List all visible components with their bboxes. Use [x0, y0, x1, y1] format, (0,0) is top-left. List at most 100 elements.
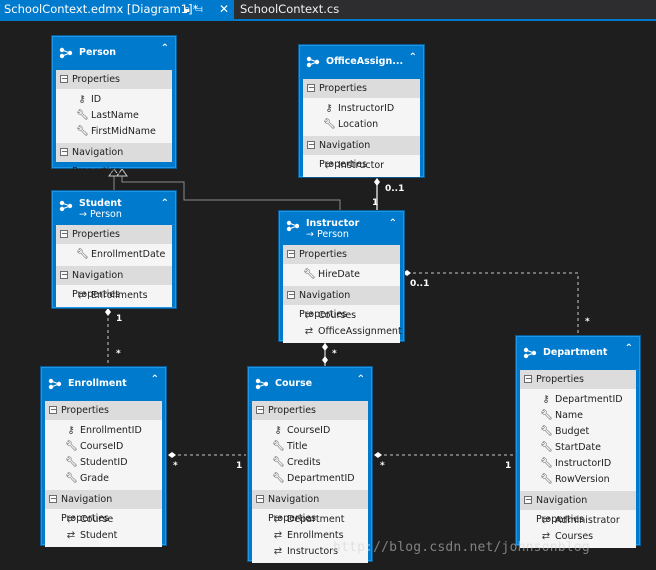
property-studentid[interactable]: 🔧︎StudentID — [65, 457, 128, 468]
collapse-minus-icon[interactable]: − — [307, 140, 315, 149]
properties-section[interactable]: −Properties — [45, 401, 162, 420]
navprop-courses[interactable]: ⇄Courses — [541, 531, 594, 542]
entity-header[interactable]: Enrollment ⌃ — [42, 368, 165, 401]
property-enrollmentdate[interactable]: 🔧︎EnrollmentDate — [76, 249, 166, 260]
navprop-enrollments[interactable]: ⇄Enrollments — [273, 530, 344, 541]
property-hiredate[interactable]: 🔧︎HireDate — [303, 269, 361, 280]
property-title[interactable]: 🔧︎Title — [272, 441, 308, 452]
entity-header[interactable]: Department ⌃ — [517, 337, 639, 370]
entity-officeassignment[interactable]: OfficeAssign... ⌃ −Properties ⚷Instructo… — [299, 45, 424, 177]
property-courseid[interactable]: 🔧︎CourseID — [65, 441, 124, 452]
multiplicity-label: 0..1 — [410, 279, 430, 289]
pin-icon[interactable]: ⫤ — [195, 4, 203, 15]
entity-base-type: →Person — [306, 229, 349, 240]
collapse-minus-icon[interactable]: − — [49, 494, 57, 503]
entity-name: OfficeAssign... — [326, 56, 404, 67]
property-startdate[interactable]: 🔧︎StartDate — [540, 442, 601, 453]
collapse-minus-icon[interactable]: − — [307, 83, 315, 92]
property-location[interactable]: 🔧︎Location — [323, 119, 379, 130]
navprop-courses[interactable]: ⇄Courses — [304, 310, 357, 321]
entity-student[interactable]: Student →Person ⌃ −Properties 🔧︎Enrollme… — [52, 191, 176, 308]
entity-header[interactable]: Course ⌃ — [249, 368, 371, 401]
collapse-minus-icon[interactable]: − — [524, 495, 532, 504]
wrench-icon: 🔧︎ — [272, 473, 285, 484]
property-id[interactable]: ⚷ID — [56, 92, 172, 108]
collapse-minus-icon[interactable]: − — [60, 270, 68, 279]
multiplicity-label: * — [380, 461, 385, 471]
collapse-icon[interactable]: ⌃ — [150, 374, 159, 385]
entity-instructor[interactable]: Instructor →Person ⌃ −Properties 🔧︎HireD… — [279, 211, 404, 343]
property-rowversion[interactable]: 🔧︎RowVersion — [540, 474, 610, 485]
navprop-administrator[interactable]: ⇄Administrator — [541, 515, 620, 526]
property-credits[interactable]: 🔧︎Credits — [272, 457, 321, 468]
properties-section[interactable]: −Properties — [303, 79, 420, 98]
entity-person[interactable]: Person ⌃ −Properties ⚷ID 🔧︎LastName 🔧︎Fi… — [52, 36, 176, 177]
property-lastname[interactable]: 🔧︎LastName — [76, 110, 139, 121]
property-enrollmentid[interactable]: ⚷EnrollmentID — [45, 423, 162, 439]
property-courseid[interactable]: ⚷CourseID — [252, 423, 368, 439]
collapse-minus-icon[interactable]: − — [287, 249, 295, 258]
collapse-minus-icon[interactable]: − — [60, 147, 68, 156]
navprop-officeassignment[interactable]: ⇄OfficeAssignment — [304, 326, 402, 337]
multiplicity-label: * — [116, 349, 121, 359]
diamond-office — [374, 178, 380, 186]
property-name[interactable]: 🔧︎Name — [540, 410, 584, 421]
entity-name: Instructor — [306, 218, 360, 229]
collapse-minus-icon[interactable]: − — [60, 74, 68, 83]
properties-section[interactable]: −Properties — [520, 370, 636, 389]
collapse-icon[interactable]: ⌃ — [388, 218, 397, 229]
collapse-icon[interactable]: ⌃ — [408, 52, 417, 63]
properties-section[interactable]: −Properties — [56, 225, 172, 244]
navigation-section[interactable]: −Navigation Properties — [283, 286, 400, 320]
navprop-department[interactable]: ⇄Department — [273, 514, 345, 525]
navprop-enrollments[interactable]: ⇄Enrollments — [77, 290, 148, 301]
navigation-property-icon: ⇄ — [304, 326, 314, 337]
collapse-icon[interactable]: ⌃ — [624, 343, 633, 354]
navprop-course[interactable]: ⇄Course — [66, 514, 114, 525]
collapse-minus-icon[interactable]: − — [256, 494, 264, 503]
properties-section[interactable]: −Properties — [56, 70, 172, 89]
navprop-instructor[interactable]: ⇄Instructor — [324, 160, 385, 171]
property-departmentid[interactable]: ⚷DepartmentID — [520, 392, 636, 408]
collapse-icon[interactable]: ⌃ — [356, 374, 365, 385]
entity-department[interactable]: Department ⌃ −Properties ⚷DepartmentID 🔧… — [516, 336, 640, 548]
navigation-section[interactable]: −Navigation Properties — [520, 491, 636, 525]
navigation-section[interactable]: −Navigation Properties — [45, 490, 162, 524]
tab-schoolcontext-edmx[interactable]: SchoolContext.edmx [Diagram1]* 🔒︎⫤ ✕ — [0, 0, 234, 19]
navigation-section[interactable]: −Navigation Properties — [56, 143, 172, 177]
collapse-minus-icon[interactable]: − — [60, 229, 68, 238]
entity-header[interactable]: OfficeAssign... ⌃ — [300, 46, 423, 79]
property-instructorid[interactable]: ⚷InstructorID — [303, 101, 420, 117]
property-grade[interactable]: 🔧︎Grade — [65, 473, 109, 484]
entity-icon — [59, 47, 73, 59]
collapse-icon[interactable]: ⌃ — [160, 43, 169, 54]
entity-enrollment[interactable]: Enrollment ⌃ −Properties ⚷EnrollmentID 🔧… — [41, 367, 166, 547]
collapse-minus-icon[interactable]: − — [287, 290, 295, 299]
entity-header[interactable]: Student →Person ⌃ — [53, 192, 175, 225]
collapse-minus-icon[interactable]: − — [256, 405, 264, 414]
entity-base-type: →Person — [79, 209, 122, 220]
property-budget[interactable]: 🔧︎Budget — [540, 426, 590, 437]
navprop-instructors[interactable]: ⇄Instructors — [273, 546, 339, 557]
properties-section[interactable]: −Properties — [283, 245, 400, 264]
entity-icon — [523, 347, 537, 359]
property-instructorid[interactable]: 🔧︎InstructorID — [540, 458, 612, 469]
property-departmentid[interactable]: 🔧︎DepartmentID — [272, 473, 355, 484]
entity-header[interactable]: Instructor →Person ⌃ — [280, 212, 403, 245]
close-icon[interactable]: ✕ — [218, 2, 230, 16]
entity-header[interactable]: Person ⌃ — [53, 37, 175, 70]
navigation-section[interactable]: −Navigation Properties — [303, 136, 420, 170]
properties-section[interactable]: −Properties — [252, 401, 368, 420]
navprop-student[interactable]: ⇄Student — [66, 530, 118, 541]
tab-schoolcontext-cs[interactable]: SchoolContext.cs — [236, 0, 356, 19]
property-firstmidname[interactable]: 🔧︎FirstMidName — [76, 126, 156, 137]
lock-icon: 🔒︎ — [184, 4, 190, 15]
navigation-section[interactable]: −Navigation Properties — [252, 490, 368, 524]
entity-icon — [48, 378, 62, 390]
wrench-icon: 🔧︎ — [323, 119, 336, 130]
entity-course[interactable]: Course ⌃ −Properties ⚷CourseID 🔧︎Title 🔧… — [248, 367, 372, 563]
collapse-minus-icon[interactable]: − — [524, 374, 532, 383]
collapse-minus-icon[interactable]: − — [49, 405, 57, 414]
collapse-icon[interactable]: ⌃ — [160, 198, 169, 209]
navigation-section[interactable]: −Navigation Properties — [56, 266, 172, 300]
